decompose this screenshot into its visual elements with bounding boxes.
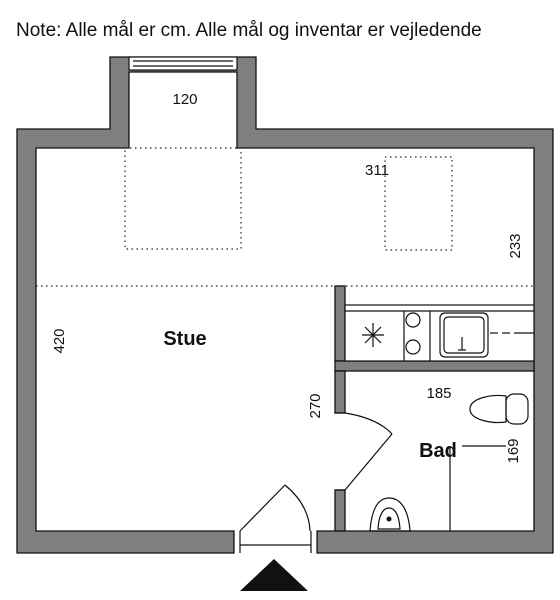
sink-icon bbox=[439, 312, 534, 358]
dimension-bath-width: 185 bbox=[426, 385, 451, 402]
bath-wall-left-upper bbox=[334, 370, 346, 414]
alcove-window bbox=[128, 56, 238, 71]
furniture-outline bbox=[384, 156, 453, 251]
bath-wall-left-lower bbox=[334, 489, 346, 532]
entrance-arrow-icon bbox=[240, 559, 308, 591]
room-label-bath: Bad bbox=[419, 440, 457, 462]
dimension-bath-depth: 169 bbox=[505, 438, 522, 463]
dimension-living-depth: 233 bbox=[507, 233, 524, 258]
room-label-living: Stue bbox=[163, 328, 206, 350]
washbasin-icon bbox=[369, 497, 411, 532]
plan-note: Note: Alle mål er cm. Alle mål og invent… bbox=[16, 20, 482, 41]
dimension-total-depth: 420 bbox=[51, 328, 68, 353]
bath-door bbox=[344, 412, 393, 491]
dimension-living-width: 311 bbox=[365, 162, 389, 179]
entrance-door bbox=[233, 484, 318, 553]
alcove-bed-outline bbox=[124, 147, 242, 250]
toilet-icon bbox=[469, 393, 529, 425]
bath-wall-upper bbox=[334, 360, 535, 372]
dimension-wall-length: 270 bbox=[307, 393, 324, 418]
kitchen-wall bbox=[334, 285, 346, 362]
dimension-alcove-width: 120 bbox=[172, 91, 197, 108]
outer-walls bbox=[16, 56, 554, 554]
